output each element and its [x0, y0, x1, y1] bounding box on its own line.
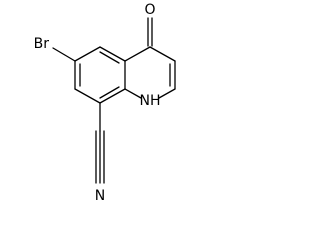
bromine-bond [52, 47, 76, 62]
structure-diagram: O Br NH N [34, 2, 176, 204]
ring-bond-c4-c3 [149, 46, 176, 62]
benzene-bond-c8-c8a-inner [99, 86, 120, 99]
nh-label: NH [140, 93, 161, 109]
benzene-bond-c4a-c5-inner [99, 51, 120, 64]
ring-bond-c4-c4a [124, 46, 151, 62]
nitrile-n-label: N [95, 188, 105, 204]
benzene-bond-c8-c8a [99, 88, 126, 104]
oxygen-label: O [144, 2, 155, 18]
ring-bond-n1-c8a [124, 88, 142, 99]
benzene-bond-c7-c8 [74, 88, 101, 104]
benzene-bond-c4a-c5 [99, 46, 126, 62]
benzene-bond-c5-c6 [74, 46, 101, 62]
bromine-label: Br [34, 36, 50, 52]
ring-bond-c2-n1 [158, 88, 176, 99]
